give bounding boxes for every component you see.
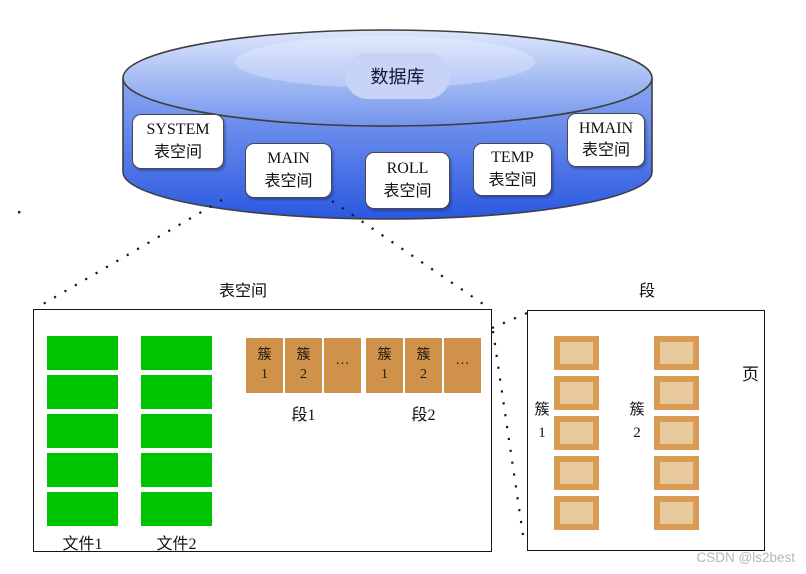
cluster-box-line2: 1 — [261, 366, 268, 382]
cluster-box-ellipsis: ··· — [444, 338, 481, 393]
cluster-box: 簇 2 — [285, 338, 322, 393]
cluster2-label-line1: 簇 — [629, 402, 645, 418]
cluster-box-line2: 1 — [381, 366, 388, 382]
cluster-box-ellipsis: ··· — [324, 338, 361, 393]
cluster-box-line1: 簇 — [377, 347, 392, 363]
file-block — [47, 336, 118, 370]
tablespace-type: 表空间 — [581, 142, 630, 159]
page-block — [554, 456, 599, 490]
segment1-cluster-strip: 簇 1 簇 2 ··· — [246, 338, 361, 393]
file-block — [47, 453, 118, 487]
tablespace-name: ROLL — [386, 160, 429, 178]
file-block — [141, 453, 212, 487]
page-block — [554, 416, 599, 450]
segment2-label: 段2 — [411, 407, 436, 424]
file-block — [47, 414, 118, 448]
file-block — [141, 336, 212, 370]
page-block — [654, 456, 699, 490]
page-block — [654, 416, 699, 450]
cluster-box-line2: 2 — [300, 366, 307, 382]
tablespace-type: 表空间 — [153, 143, 202, 161]
cluster-box-line1: 簇 — [416, 347, 431, 363]
tablespace-panel: 文件1 文件2 簇 1 簇 2 ··· 簇 1 簇 2 — [33, 309, 492, 553]
cluster1-label-line1: 簇 — [534, 402, 550, 418]
page-block — [654, 336, 699, 370]
tablespace-panel-title: 表空间 — [218, 283, 267, 300]
page-block — [554, 336, 599, 370]
segment1-label: 段1 — [291, 407, 316, 424]
cluster1-page-column — [554, 336, 599, 530]
file2-column — [141, 336, 212, 526]
cluster1-label-line2: 1 — [538, 424, 546, 441]
file1-label: 文件1 — [62, 536, 103, 553]
file2-label: 文件2 — [156, 536, 197, 553]
database-label: 数据库 — [345, 53, 450, 99]
file-block — [47, 492, 118, 526]
cluster2-label-line2: 2 — [633, 424, 641, 441]
file-block — [141, 414, 212, 448]
cluster-box-line2: 2 — [420, 366, 427, 382]
tablespace-box-hmain: HMAIN 表空间 — [567, 113, 645, 167]
cluster1-label: 簇 1 — [529, 399, 555, 444]
cluster-box-line1: ··· — [455, 357, 470, 373]
cluster-box-line1: 簇 — [296, 347, 311, 363]
cluster-box: 簇 1 — [246, 338, 283, 393]
dotted-connector-seg-bottom — [491, 330, 526, 543]
segment-panel: 簇 1 簇 2 页 — [527, 310, 765, 551]
cluster-box: 簇 2 — [405, 338, 442, 393]
cluster2-page-column — [654, 336, 699, 530]
page-label: 页 — [742, 365, 759, 384]
file-block — [141, 492, 212, 526]
tablespace-box-main: MAIN 表空间 — [245, 143, 332, 198]
tablespace-name: TEMP — [491, 149, 534, 167]
tablespace-name: SYSTEM — [146, 121, 210, 139]
cluster-box: 簇 1 — [366, 338, 403, 393]
file-block — [141, 375, 212, 409]
cluster-box-line1: 簇 — [257, 347, 272, 363]
tablespace-box-roll: ROLL 表空间 — [365, 152, 450, 209]
database-label-text: 数据库 — [370, 67, 425, 87]
cluster-box-line1: ··· — [335, 357, 350, 373]
stray-dot — [18, 211, 21, 214]
segment-panel-title: 段 — [638, 283, 655, 300]
file1-column — [47, 336, 118, 526]
page-block — [654, 496, 699, 530]
tablespace-type: 表空间 — [264, 172, 313, 190]
tablespace-box-system: SYSTEM 表空间 — [132, 114, 224, 169]
segment2-cluster-strip: 簇 1 簇 2 ··· — [366, 338, 481, 393]
csdn-watermark: CSDN @ls2best — [696, 550, 795, 565]
page-block — [554, 496, 599, 530]
tablespace-type: 表空间 — [383, 182, 432, 200]
tablespace-name: MAIN — [267, 150, 310, 168]
dotted-connector-seg-top — [491, 311, 528, 330]
cluster2-label: 簇 2 — [624, 399, 650, 444]
tablespace-name: HMAIN — [578, 119, 634, 137]
page-block — [654, 376, 699, 410]
tablespace-box-temp: TEMP 表空间 — [473, 143, 552, 196]
tablespace-type: 表空间 — [488, 171, 537, 189]
file-block — [47, 375, 118, 409]
page-block — [554, 376, 599, 410]
